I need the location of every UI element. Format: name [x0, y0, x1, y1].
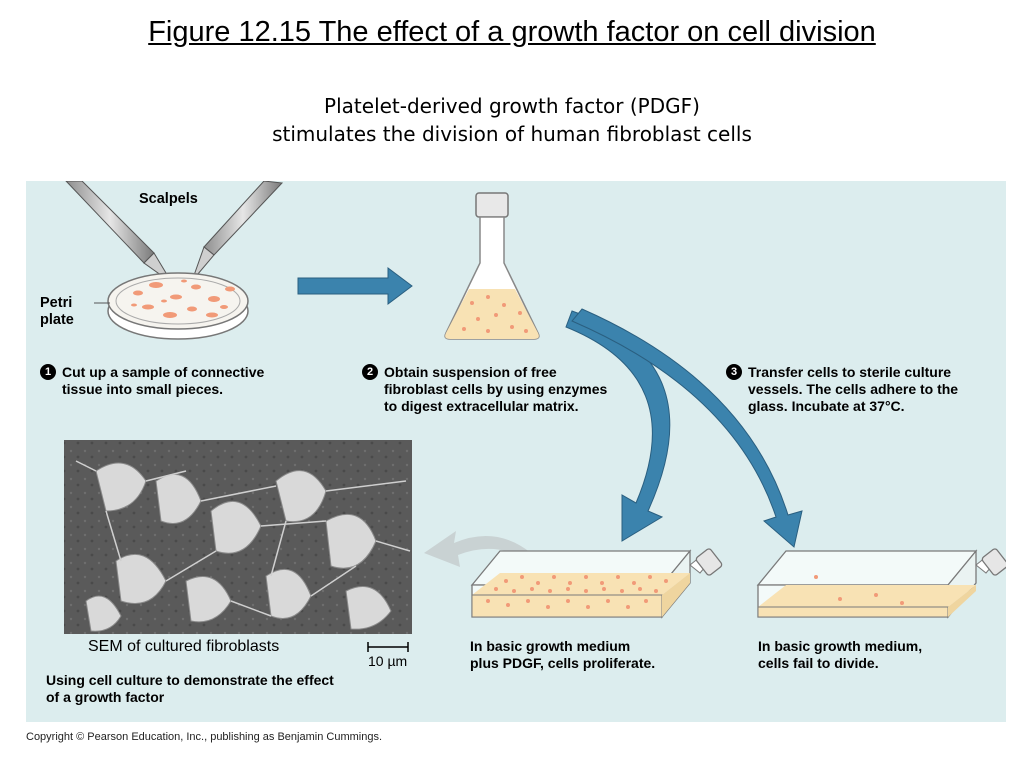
scalpel-right-icon: [191, 181, 284, 282]
step-1-line-1: Cut up a sample of connective: [62, 364, 265, 380]
cell-culture-caption-line-1: Using cell culture to demonstrate the ef…: [46, 672, 334, 688]
curved-arrow-right-icon: [571, 308, 803, 548]
diagram-graphics: [64, 181, 1006, 652]
step-1-number: 1: [40, 364, 56, 380]
diagram-panel: Scalpels Petri plate 1 Cut up a sample o…: [26, 181, 1006, 722]
step-3-line-3: glass. Incubate at 37°C.: [748, 398, 905, 414]
page-title: Figure 12.15 The effect of a growth fact…: [148, 16, 876, 48]
flask-pdgf-caption: In basic growth medium plus PDGF, cells …: [470, 638, 655, 672]
cell-culture-caption: Using cell culture to demonstrate the ef…: [46, 672, 334, 706]
sem-image: [64, 440, 412, 634]
step-2-line-3: to digest extracellular matrix.: [384, 398, 579, 414]
petri-label-line-1: Petri: [40, 295, 73, 311]
cell-culture-caption-line-2: of a growth factor: [46, 689, 165, 705]
gray-arrow-icon: [424, 531, 531, 567]
flask-basic-caption-line-2: cells fail to divide.: [758, 655, 879, 671]
scale-bar: [367, 642, 409, 652]
flask-basic-caption: In basic growth medium, cells fail to di…: [758, 638, 922, 672]
subtitle-line-1: Platelet-derived growth factor (PDGF): [324, 94, 700, 118]
step-2-line-2: fibroblast cells by using enzymes: [384, 381, 608, 397]
flask-pdgf-caption-line-2: plus PDGF, cells proliferate.: [470, 655, 656, 671]
flask-pdgf-caption-line-1: In basic growth medium: [470, 638, 631, 654]
step-3-number: 3: [726, 364, 742, 380]
petri-plate-label: Petri plate: [40, 295, 74, 329]
step-2-line-1: Obtain suspension of free: [384, 364, 557, 380]
flask-basic-caption-line-1: In basic growth medium,: [758, 638, 923, 654]
step-1-line-2: tissue into small pieces.: [62, 381, 224, 397]
subtitle: Platelet-derived growth factor (PDGF) st…: [0, 92, 1024, 148]
subtitle-line-2: stimulates the division of human fibrobl…: [272, 122, 752, 146]
culture-flask-pdgf-icon: [470, 548, 723, 619]
step-2-number: 2: [362, 364, 378, 380]
flask-icon: [444, 192, 540, 340]
culture-flask-basic-icon: [756, 548, 1006, 619]
scalpels-label: Scalpels: [139, 191, 198, 207]
arrow-right-icon: [297, 267, 413, 305]
step-3-line-1: Transfer cells to sterile culture: [748, 364, 952, 380]
petri-label-line-2: plate: [40, 312, 74, 328]
sem-caption: SEM of cultured fibroblasts: [88, 638, 280, 655]
petri-plate-icon: [94, 272, 249, 340]
scale-bar-label: 10 µm: [368, 653, 408, 669]
copyright-notice: Copyright © Pearson Education, Inc., pub…: [26, 731, 383, 743]
step-3-line-2: vessels. The cells adhere to the: [748, 381, 959, 397]
curved-arrow-left-icon: [565, 310, 671, 542]
